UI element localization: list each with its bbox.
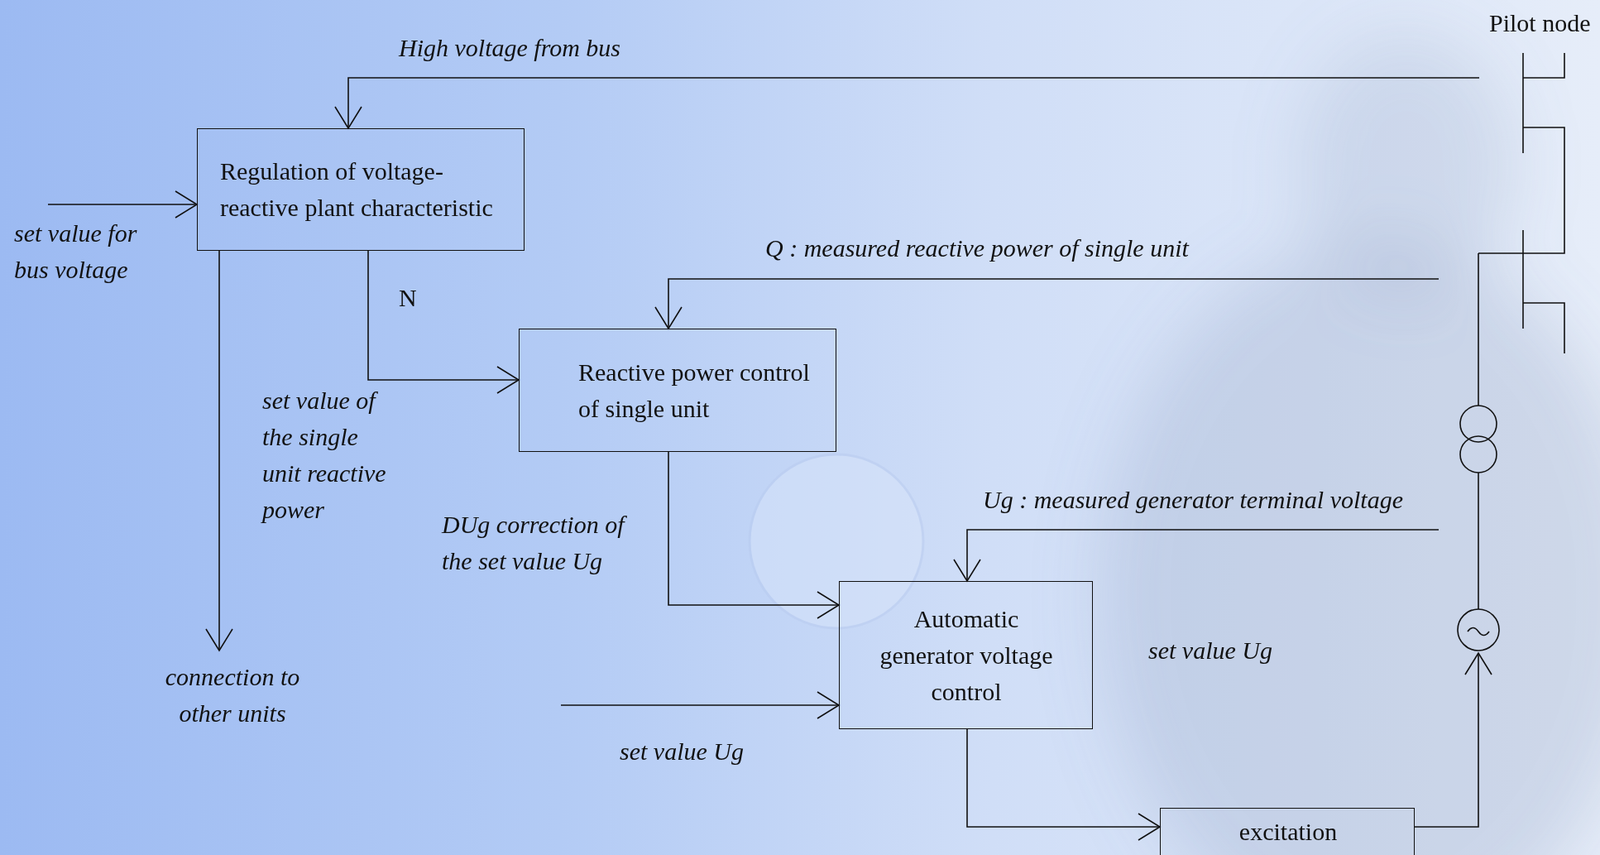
process-box: Regulation of voltage- reactive plant ch… — [196, 128, 525, 251]
wire — [967, 529, 1439, 581]
arrowhead — [655, 306, 682, 329]
wire — [1414, 652, 1479, 827]
generator-symbol — [1457, 608, 1500, 651]
arrowhead — [205, 628, 233, 651]
box-text: Automatic generator voltage control — [871, 600, 1062, 710]
transformer-symbol — [1460, 435, 1497, 473]
signal-label: set value of the single unit reactive po… — [262, 382, 395, 528]
signal-label: Pilot node — [1489, 4, 1591, 42]
wire — [218, 250, 221, 651]
connector — [368, 250, 519, 380]
arrowhead — [1465, 652, 1492, 675]
busbar — [1522, 52, 1524, 154]
silhouette-head — [1298, 33, 1514, 298]
busbar — [1523, 302, 1565, 354]
process-box: excitation — [1159, 807, 1415, 855]
arrowhead — [1138, 813, 1160, 840]
magnifier-lens — [749, 454, 924, 628]
signal-label: Ug : measured generator terminal voltage — [982, 481, 1404, 518]
edge-label: DUg correction of the set value Ug — [441, 506, 634, 580]
one-line-diagram — [1457, 52, 1565, 651]
arrowhead — [817, 691, 839, 719]
photo-silhouette — [1100, 33, 1600, 855]
box-text: Reactive power control of single unit — [578, 354, 823, 427]
wire — [348, 77, 1480, 129]
process-box: Automatic generator voltage control — [838, 580, 1093, 729]
busbar — [1478, 127, 1565, 254]
signal-label: High voltage from bus — [398, 29, 621, 67]
busbar — [1522, 229, 1524, 329]
arrowhead — [497, 366, 519, 393]
signal-label: connection to other units — [158, 658, 307, 732]
arrowhead — [175, 191, 197, 218]
wire — [560, 704, 839, 706]
box-text: Regulation of voltage- reactive plant ch… — [220, 153, 510, 226]
signal-wires — [47, 77, 1492, 827]
connector — [668, 451, 839, 605]
wire — [47, 203, 197, 206]
arrowhead — [817, 591, 839, 618]
signal-label: Q : measured reactive power of single un… — [765, 229, 1189, 267]
connector — [967, 728, 1160, 827]
signal-label: set value Ug — [1148, 632, 1273, 669]
wire — [1477, 253, 1480, 406]
signal-label: set value Ug — [619, 732, 744, 770]
signal-label: set value for bus voltage — [14, 215, 172, 288]
wire — [1477, 472, 1480, 609]
busbar — [1523, 52, 1565, 78]
arrowhead — [953, 559, 981, 581]
edge-label: N — [398, 279, 417, 317]
process-box: Reactive power control of single unit — [518, 328, 837, 452]
arrowhead — [335, 106, 362, 129]
box-text: excitation — [1180, 813, 1396, 850]
wire — [668, 278, 1439, 329]
silhouette-body — [1100, 239, 1600, 855]
generator-tilde — [1467, 627, 1490, 636]
